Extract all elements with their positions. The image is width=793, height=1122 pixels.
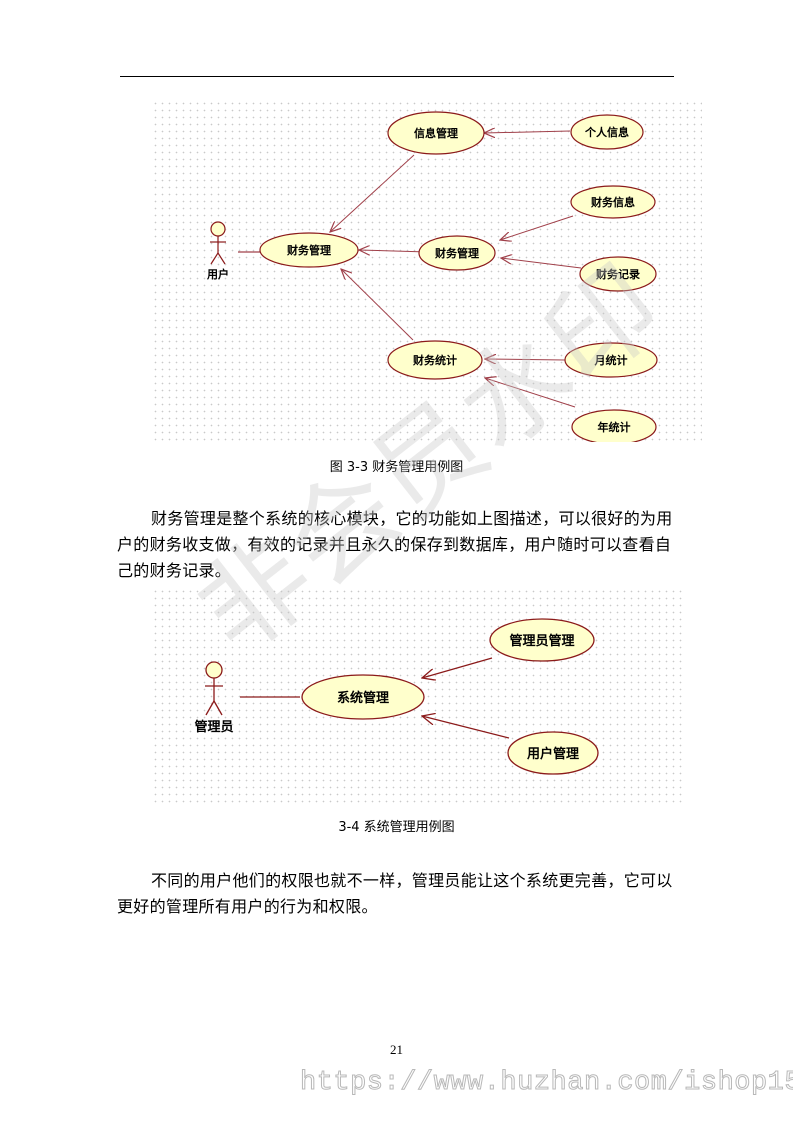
actor-user-label: 用户 (207, 267, 229, 281)
uc-user-management: 用户管理 (526, 746, 579, 762)
figure-3-4-caption: 3-4 系统管理用例图 (338, 820, 455, 835)
uc-finance-management: 财务管理 (434, 246, 479, 260)
actor-admin-icon (205, 661, 223, 716)
paragraph-system: 不同的用户他们的权限也就不一样，管理员能让这个系统更完善，它可以更好的管理所有用… (117, 871, 673, 916)
paragraph-finance: 财务管理是整个系统的核心模块，它的功能如上图描述，可以很好的为用户的财务收支做，… (117, 509, 673, 580)
actor-user-icon (210, 221, 226, 265)
system-use-case-diagram: 管理员 系统管理 管理员管理 用户管理 (152, 588, 682, 806)
uc-info-management: 信息管理 (414, 126, 458, 140)
uc-admin-management: 管理员管理 (509, 633, 574, 649)
uc-finance-record: 财务记录 (595, 267, 640, 281)
page-number: 21 (390, 1042, 403, 1057)
uc-monthly-stats: 月统计 (594, 353, 628, 367)
uc-finance-info: 财务信息 (590, 195, 635, 209)
header-rule (120, 76, 674, 77)
uc-core-finance: 财务管理 (286, 243, 331, 257)
uc-finance-stats: 财务统计 (412, 353, 457, 367)
figure-3-3-caption: 图 3-3 财务管理用例图 (329, 460, 464, 475)
actor-admin-label: 管理员 (194, 719, 233, 735)
finance-use-case-diagram: 用户 财务管理 信息管理 个人信息 (152, 100, 702, 442)
uc-personal-info: 个人信息 (584, 125, 629, 139)
url-watermark: https://www.huzhan.com/ishop15009 (299, 1068, 793, 1099)
uc-yearly-stats: 年统计 (598, 420, 631, 434)
uc-system-management: 系统管理 (337, 690, 389, 706)
